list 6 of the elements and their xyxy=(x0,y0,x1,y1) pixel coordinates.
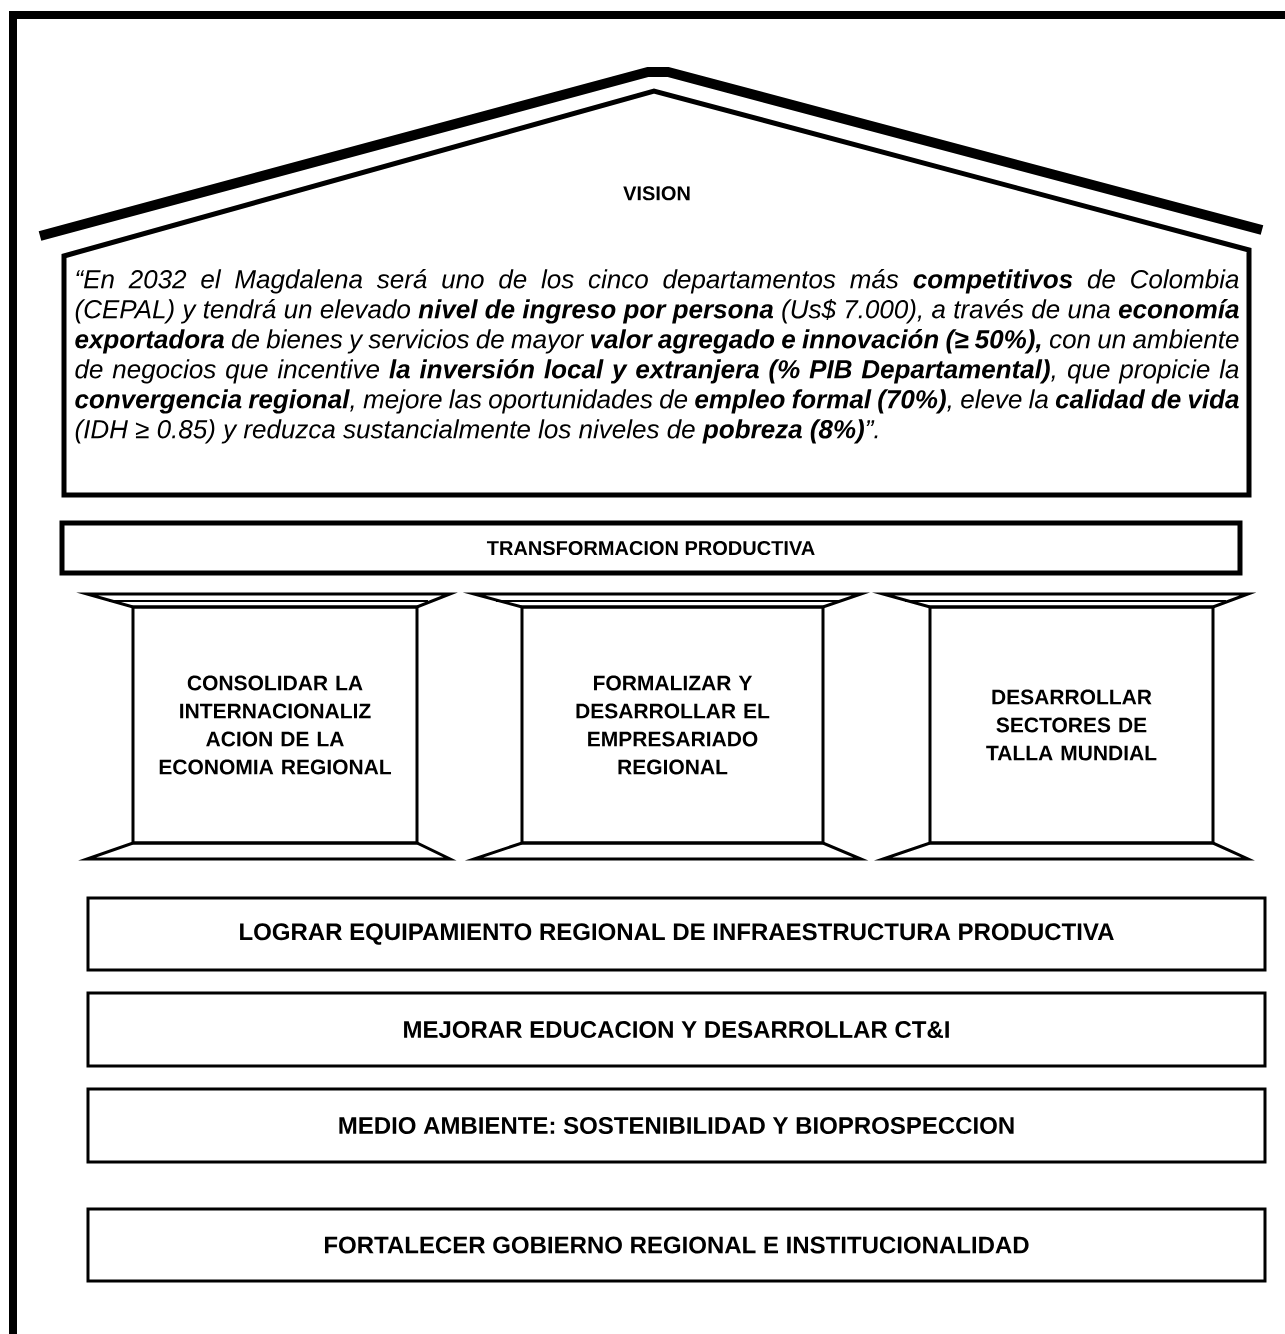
foundation-box: FORTALECER GOBIERNO REGIONAL E INSTITUCIONALIDAD xyxy=(86,1207,1267,1283)
house-box: VISION “En 2032 el Magdalena será uno de los cinco departamentos más competitivos de Colombia (CEPAL) y tendrá un elevado nivel de ingreso por persona (Us$ 7.000), a través de una economía exportadora de bienes y servicios de mayor valor agregado e innovación (≥ 50%), con un ambiente de negocios que incentive la inversión local y extranjera (% PIB Departamental), que propicie la convergencia regional, mejore las oportunidades de empleo formal (70%), eleve la calidad de vida (IDH ≥ 0.85) y reduzca sustancialmente los niveles de pobreza (8%)”. xyxy=(38,67,1264,498)
foundation-box: MEDIO AMBIENTE: SOSTENIBILIDAD Y BIOPROSPECCION xyxy=(86,1087,1267,1164)
foundation-box: MEJORAR EDUCACION Y DESARROLLAR CT&I xyxy=(86,991,1267,1068)
foundation-box: LOGRAR EQUIPAMIENTO REGIONAL DE INFRAESTRUCTURA PRODUCTIVA xyxy=(86,896,1267,972)
banner-box: TRANSFORMACION PRODUCTIVA xyxy=(59,520,1243,576)
